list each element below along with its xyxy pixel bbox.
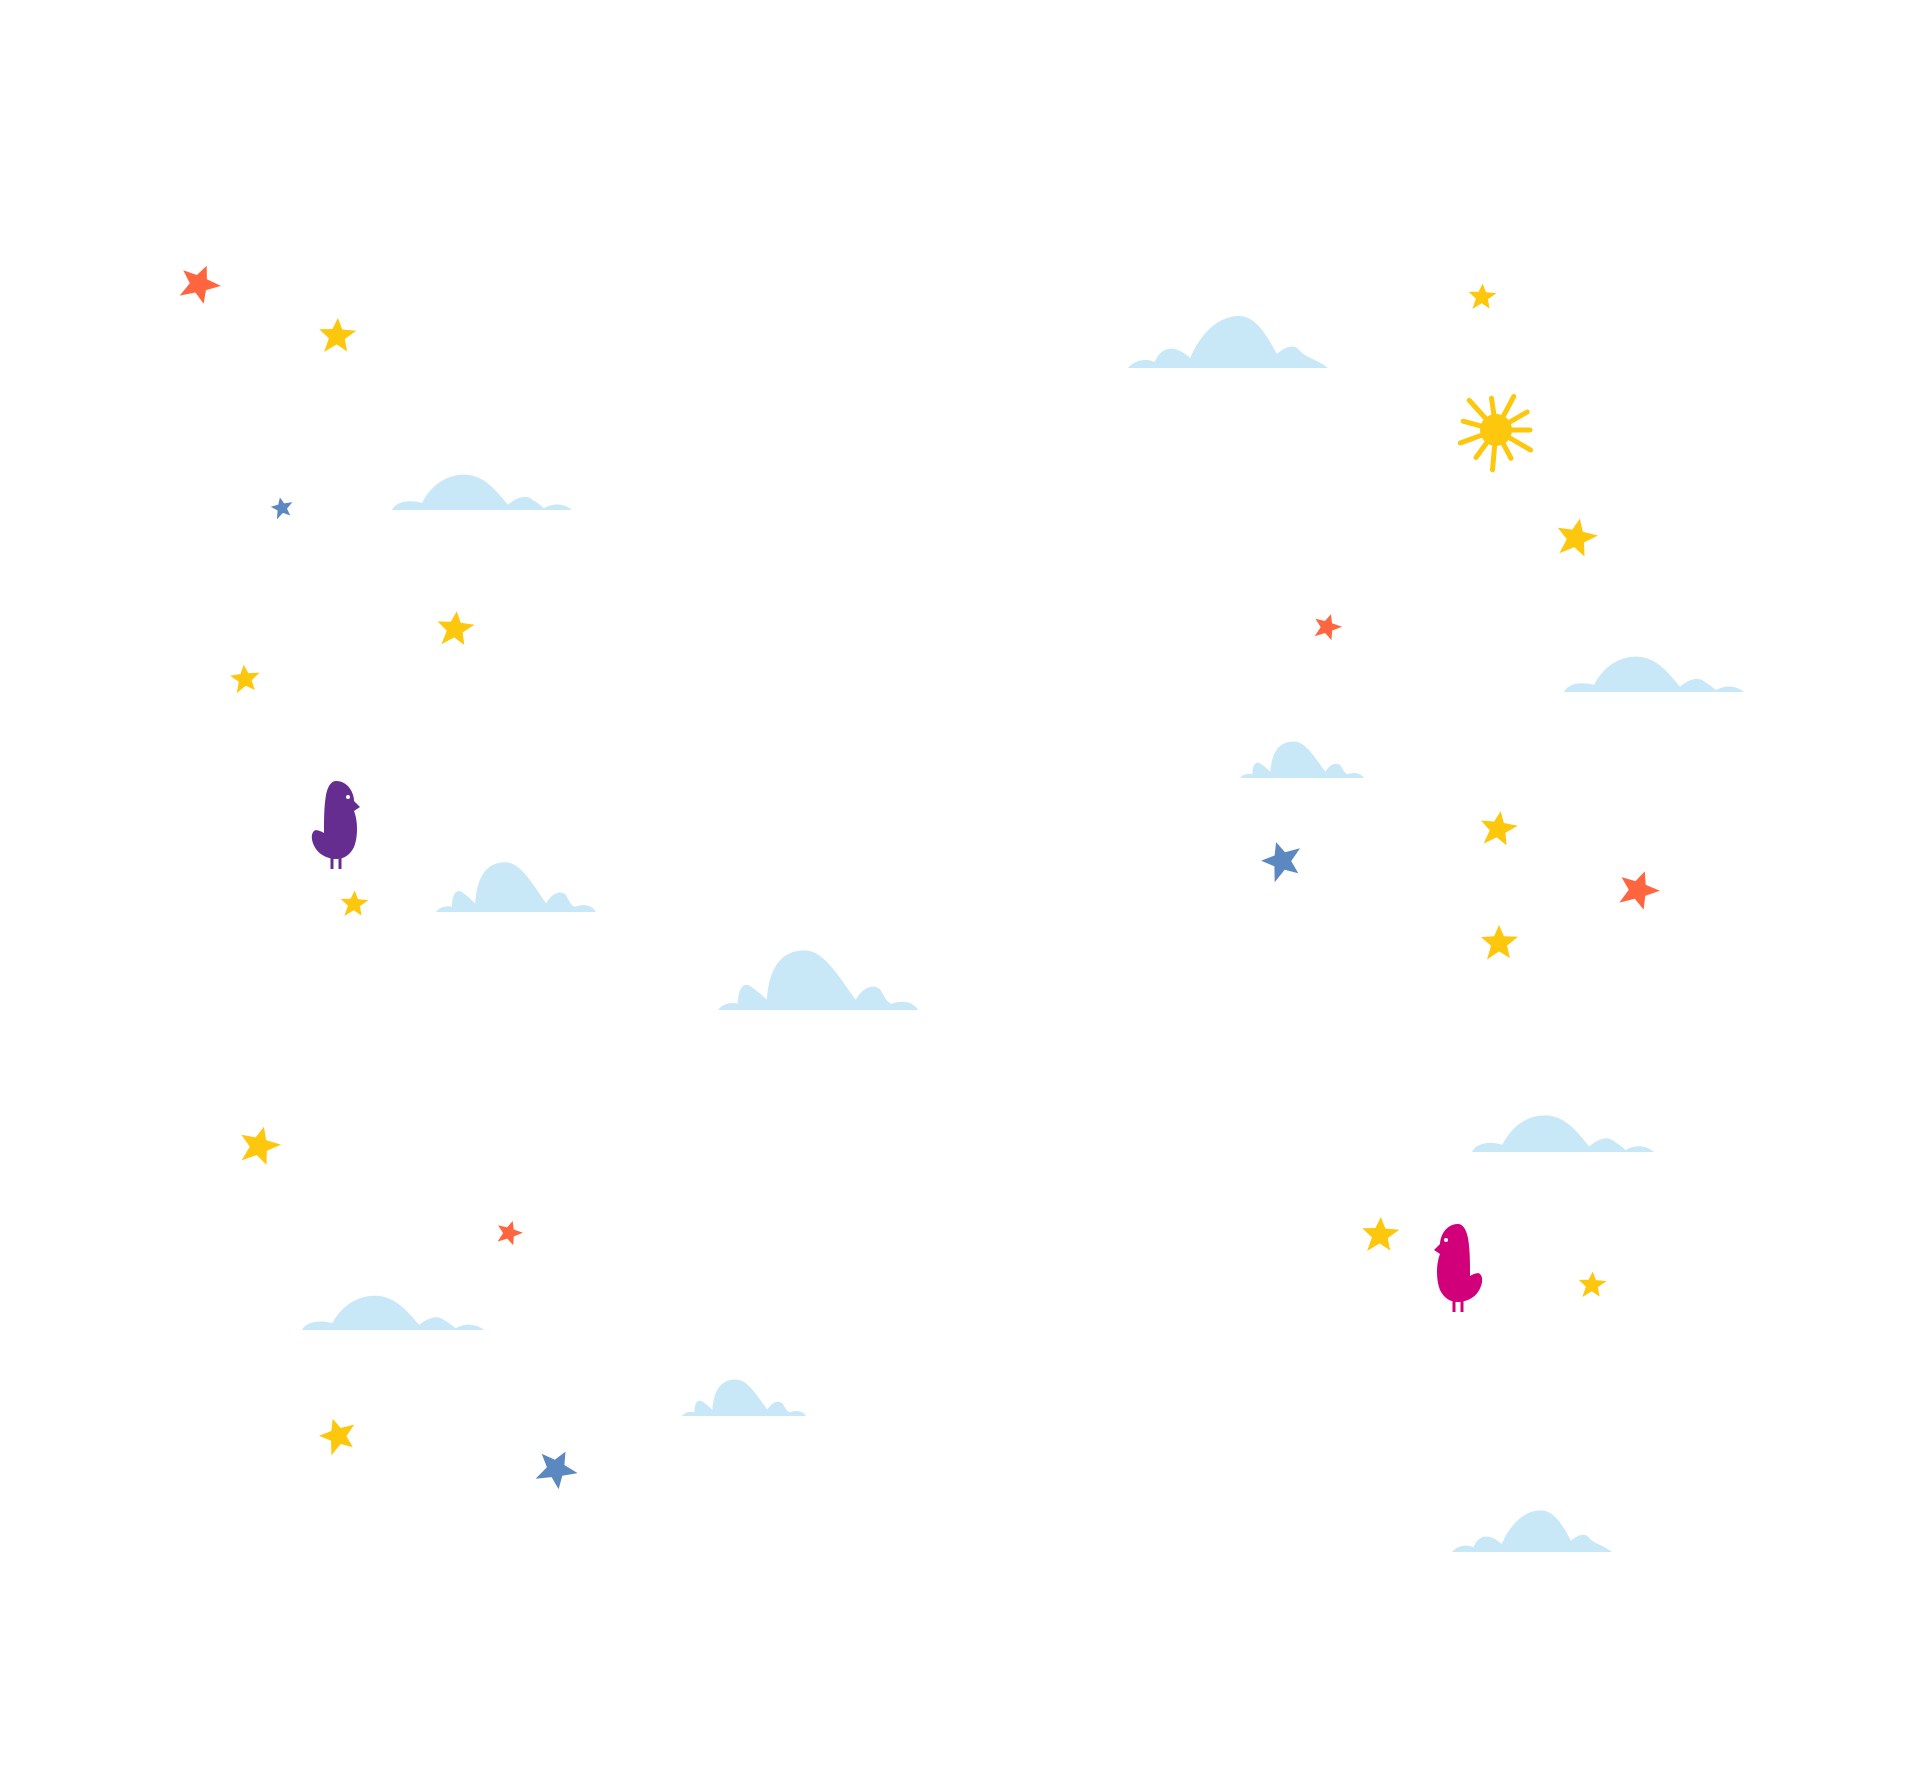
cloud-icon (392, 474, 572, 510)
star-icon (319, 318, 357, 352)
star-icon (1362, 1217, 1400, 1251)
star-icon (1261, 842, 1300, 883)
star-icon (535, 1451, 578, 1490)
star-icon (319, 1418, 355, 1456)
cloud-icon (1240, 741, 1364, 778)
star-icon (1578, 1271, 1607, 1297)
cloud-icon (1128, 316, 1328, 368)
star-icon (497, 1221, 523, 1246)
star-icon (1314, 614, 1342, 641)
bird-icon (1434, 1224, 1483, 1312)
star-icon (1468, 283, 1497, 309)
star-icon (1619, 871, 1660, 910)
star-icon (241, 1126, 281, 1165)
star-icon (1557, 518, 1598, 557)
cloud-icon (436, 862, 596, 912)
cloud-icon (1452, 1510, 1612, 1552)
star-icon (1480, 925, 1518, 960)
cloud-icon (302, 1295, 484, 1330)
cloud-icon (682, 1379, 806, 1416)
star-icon (437, 611, 475, 645)
cloud-icon (1472, 1115, 1654, 1152)
sun-icon (1457, 393, 1534, 473)
cloud-icon (1564, 656, 1744, 692)
star-icon (230, 664, 260, 694)
star-icon (179, 265, 221, 304)
star-icon (1481, 811, 1518, 846)
bird-icon (311, 781, 360, 869)
star-icon (270, 497, 293, 520)
cloud-icon (718, 950, 918, 1010)
star-icon (340, 890, 369, 916)
